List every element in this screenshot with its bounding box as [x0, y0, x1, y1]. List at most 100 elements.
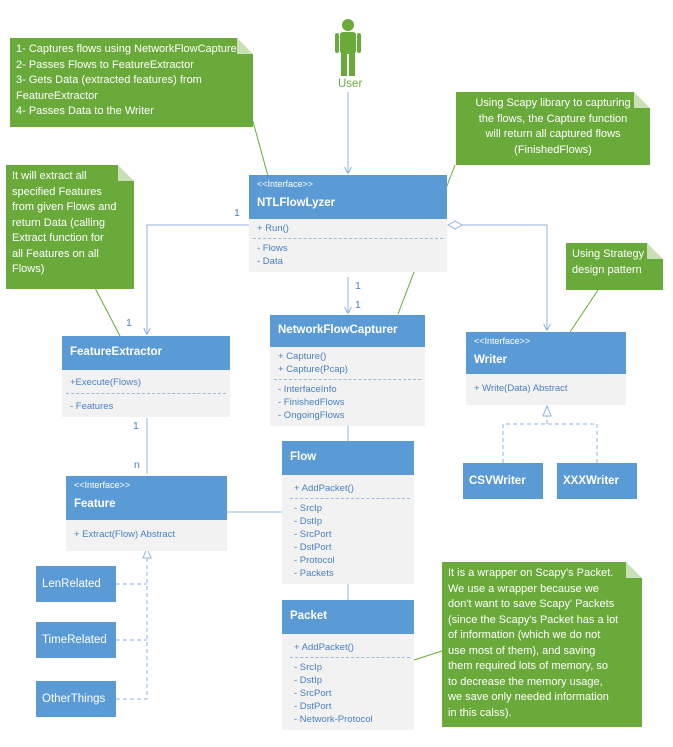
writer-inheritance-triangle: [542, 404, 552, 417]
attribute: - OngoingFlows: [278, 410, 345, 421]
class-name: Writer: [474, 354, 508, 366]
method: + Write(Data) Abstract: [474, 383, 568, 394]
class-body: + AddPacket() - SrcIp - DstIp - SrcPort …: [282, 475, 414, 584]
method: + Run(): [257, 223, 289, 234]
note-line: Using Strategy: [572, 248, 645, 260]
note-line: FeatureExtractor: [16, 89, 98, 102]
note-line: 1- Captures flows using NetworkFlowCaptu…: [16, 43, 241, 55]
note-line: Extract function for: [12, 232, 104, 244]
ntlflowlyzer-to-writer: [462, 224, 547, 330]
attribute: - Network-Protocol: [294, 714, 373, 725]
class-name: Packet: [290, 610, 328, 622]
attribute: - SrcPort: [294, 688, 332, 699]
attribute: - DstIp: [294, 675, 322, 686]
note-capture-steps: 1- Captures flows using NetworkFlowCaptu…: [10, 38, 253, 127]
attribute: - SrcIp: [294, 662, 322, 673]
stereotype-label: <<Interface>>: [474, 336, 531, 346]
note-line: specified Features: [12, 185, 102, 198]
class-header: Flow: [282, 441, 414, 475]
attribute: - Features: [70, 401, 114, 412]
note-line: in this calss).: [448, 706, 512, 719]
attribute: - Flows: [257, 243, 288, 254]
note-line: to decrease the memory usage,: [448, 675, 603, 688]
attribute: - Protocol: [294, 555, 335, 566]
method: + AddPacket(): [294, 483, 354, 494]
note-connector-strategy: [569, 289, 599, 333]
note-connector-wrapper: [413, 649, 446, 661]
multiplicity-label: n: [134, 459, 140, 471]
class-otherthings: OtherThings: [36, 681, 116, 717]
note-line: the flows, the Capture function: [478, 112, 628, 125]
feature-inheritance-triangle: [142, 546, 152, 559]
note-line: It is a wrapper on Scapy's Packet.: [448, 567, 614, 579]
class-body: + Write(Data) Abstract: [466, 374, 626, 405]
note-line: we save only needed information: [448, 691, 609, 703]
note-line: don't want to save Scapy' Packets: [448, 598, 615, 610]
stereotype-label: <<Interface>>: [257, 179, 314, 189]
note-line: Flows): [12, 263, 45, 275]
class-body: + AddPacket() - SrcIp - DstIp - SrcPort …: [282, 634, 414, 730]
class-name: Feature: [74, 498, 116, 510]
class-body: + Extract(Flow) Abstract: [66, 520, 227, 551]
class-name: FeatureExtractor: [70, 346, 163, 358]
method: + Capture(Pcap): [278, 364, 348, 375]
attribute: - DstIp: [294, 516, 322, 527]
note-line: of information (which we do not: [448, 629, 601, 641]
attribute: - SrcPort: [294, 529, 332, 540]
stereotype-label: <<Interface>>: [74, 480, 131, 490]
attribute: - DstPort: [294, 701, 332, 712]
note-line: all Features on all: [12, 247, 99, 260]
attribute: - SrcIp: [294, 503, 322, 514]
note-line: 2- Passes Flows to FeatureExtractor: [16, 58, 194, 71]
class-ntlflowlyzer: <<Interface>> NTLFlowLyzer + Run() - Flo…: [249, 175, 447, 272]
multiplicity-label: 1: [133, 420, 139, 432]
class-header: Packet: [282, 600, 414, 634]
note-line: return Data (calling: [12, 216, 105, 229]
class-networkflowcapturer: NetworkFlowCapturer + Capture() + Captur…: [270, 315, 425, 426]
multiplicity-label: 1: [355, 280, 361, 292]
aggregation-diamond: [446, 220, 464, 230]
class-packet: Packet + AddPacket() - SrcIp - DstIp - S…: [282, 600, 414, 730]
class-body: + Capture() + Capture(Pcap) - InterfaceI…: [270, 347, 425, 426]
class-lenrelated: LenRelated: [36, 566, 116, 602]
class-body: +Execute(Flows) - Features: [62, 370, 230, 417]
class-name: Flow: [290, 451, 317, 463]
class-header: <<Interface>> Writer: [466, 332, 626, 374]
note-line: (FinishedFlows): [514, 143, 592, 156]
note-line: Using Scapy library to capturing: [475, 97, 631, 109]
class-xxxwriter: XXXWriter: [557, 463, 637, 499]
note-line: will return all captured flows: [485, 128, 621, 140]
note-line: from given Flows and: [12, 201, 117, 213]
method: + AddPacket(): [294, 642, 354, 653]
note-scapy: Using Scapy library to capturing the flo…: [456, 92, 650, 165]
method: +Execute(Flows): [70, 377, 142, 388]
note-wrapper: It is a wrapper on Scapy's Packet. We us…: [442, 562, 642, 727]
separator: [253, 238, 443, 239]
class-name: NetworkFlowCapturer: [278, 324, 398, 336]
csvwriter-to-writer: [502, 423, 598, 463]
attribute: - DstPort: [294, 542, 332, 553]
note-extract: It will extract all specified Features f…: [6, 165, 134, 289]
class-header: <<Interface>> Feature: [66, 476, 227, 520]
note-connector-extract: [94, 287, 121, 337]
class-name: NTLFlowLyzer: [257, 197, 336, 209]
class-writer: <<Interface>> Writer + Write(Data) Abstr…: [466, 332, 626, 405]
separator: [290, 657, 410, 658]
note-line: 3- Gets Data (extracted features) from: [16, 74, 202, 86]
method: + Capture(): [278, 351, 327, 362]
class-csvwriter: CSVWriter: [463, 463, 543, 499]
note-line: It will extract all: [12, 170, 87, 182]
note-line: (since the Scapy's Packet has a lot: [448, 613, 619, 626]
separator: [274, 379, 421, 380]
class-feature: <<Interface>> Feature + Extract(Flow) Ab…: [66, 476, 227, 551]
note-strategy: Using Strategy design pattern: [566, 243, 663, 290]
user-actor-icon: [335, 19, 361, 76]
user-label: User: [338, 78, 363, 90]
note-line: We use a wrapper because we: [448, 582, 599, 595]
note-line: use most of them), and saving: [448, 644, 596, 657]
note-line: 4- Passes Data to the Writer: [16, 105, 154, 117]
note-connector-capture-steps: [251, 117, 269, 177]
class-timerelated: TimeRelated: [36, 622, 116, 658]
class-header: FeatureExtractor: [62, 336, 230, 370]
separator: [66, 393, 226, 394]
